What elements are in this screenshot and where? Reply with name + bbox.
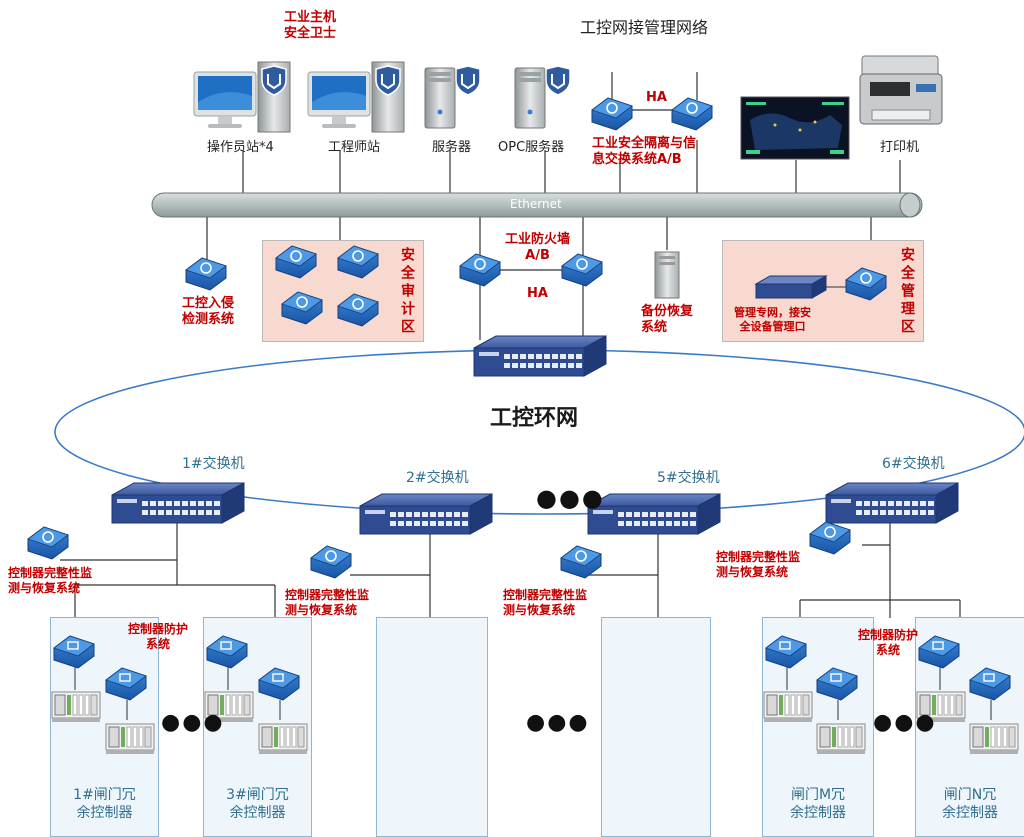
opc-server-label: OPC服务器 [498,140,565,155]
cabinet-ellipsis-1: ●●● [161,710,225,735]
firewall-ha-label: HA [527,286,548,301]
controller-label: 1#闸门冗 余控制器 [73,787,136,822]
ids-label: 工控入侵 检测系统 [182,296,235,328]
controller-label: 闸门M冗 余控制器 [790,787,846,822]
controller-label: 闸门N冗 余控制器 [942,787,998,822]
controller-label: 3#闸门冗 余控制器 [226,787,289,822]
cabinet-ellipsis-3: ●●● [873,710,937,735]
integrity-label-3: 控制器完整性监 测与恢复系统 [503,588,588,617]
host-guard-label: 工业主机 安全卫士 [284,10,337,42]
printer-label: 打印机 [880,140,920,155]
engineer-station-label: 工程师站 [328,140,381,155]
ethernet-bus [151,192,923,218]
ethernet-label: Ethernet [510,197,562,211]
server-label: 服务器 [432,140,472,155]
integrity-label-1: 控制器完整性监 测与恢复系统 [8,566,93,595]
ring-ellipsis: ●●● [536,484,605,512]
ring-title: 工控环网 [490,406,579,431]
operator-station-label: 操作员站*4 [207,140,274,155]
isolation-ha-label: HA [646,90,667,105]
switch-1-label: 1#交换机 [182,456,245,472]
cabinet-ellipsis-2: ●●● [526,710,590,735]
management-zone-label: 安全管理区 [899,247,915,337]
controller-cabinet-blank-b [601,617,711,837]
protect-label-1: 控制器防护 系统 [128,622,189,651]
audit-zone-label: 安全审计区 [399,247,415,337]
backup-label: 备份恢复 系统 [641,304,694,336]
controller-cabinet-blank-a [376,617,488,837]
isolation-label: 工业安全隔离与信 息交换系统A/B [592,136,697,168]
audit-zone: 安全审计区 [262,240,424,342]
integrity-label-2: 控制器完整性监 测与恢复系统 [285,588,370,617]
switch-6-label: 6#交换机 [882,456,945,472]
mgmt-port-label: 管理专网，接安 全设备管理口 [734,306,811,333]
diagram-title: 工控网接管理网络 [580,18,709,37]
firewall-label: 工业防火墙 A/B [505,232,571,264]
protect-label-2: 控制器防护 系统 [858,628,919,657]
integrity-label-4: 控制器完整性监 测与恢复系统 [716,550,801,579]
switch-5-label: 5#交换机 [657,470,720,486]
switch-2-label: 2#交换机 [406,470,469,486]
